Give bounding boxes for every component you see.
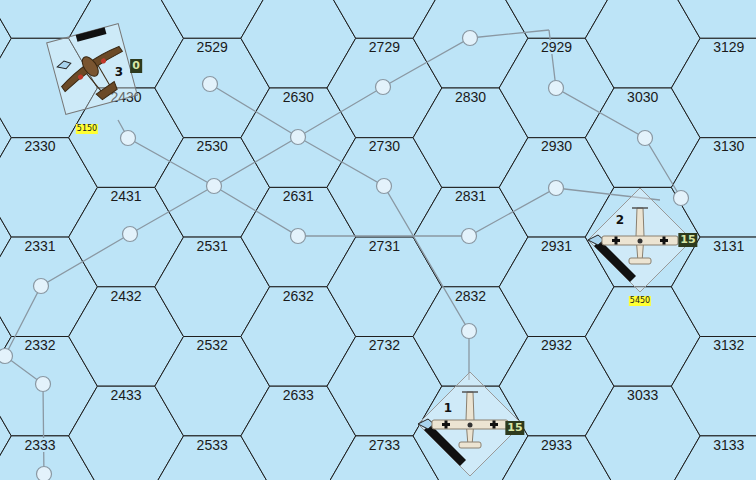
waypoint-dot: [123, 227, 138, 242]
waypoint-dot: [376, 80, 391, 95]
waypoint-dot: [37, 467, 52, 480]
hex-number: 2632: [282, 289, 315, 303]
hex-number: 2330: [23, 139, 56, 153]
hex-number: 2831: [454, 189, 487, 203]
movement-line: [118, 120, 660, 236]
hex-number: 2830: [454, 90, 487, 104]
waypoint-dot: [549, 81, 564, 96]
hex-cell: [671, 0, 756, 38]
waypoint-dot: [121, 131, 136, 146]
counter-shape: [45, 22, 140, 117]
hex-number: 2731: [368, 239, 401, 253]
waypoint-dot: [291, 229, 306, 244]
hex-cell: [671, 237, 756, 336]
hex-number: 2732: [368, 338, 401, 352]
hex-number: 2631: [282, 189, 315, 203]
hex-number: 2730: [368, 139, 401, 153]
waypoint-dot: [291, 130, 306, 145]
hex-number: 3030: [626, 90, 659, 104]
hex-number: 2733: [368, 438, 401, 452]
hex-number: 2333: [23, 438, 56, 452]
hex-number: 2531: [196, 239, 229, 253]
waypoint-dot: [207, 179, 222, 194]
hex-cell: [671, 138, 756, 237]
hex-number: 3033: [626, 388, 659, 402]
hex-number: 2630: [282, 90, 315, 104]
hex-number: 2930: [540, 139, 573, 153]
counter-number: 3: [115, 65, 123, 79]
altitude-box: 15: [678, 233, 697, 247]
waypoint-dot: [462, 229, 477, 244]
hex-number: 2529: [196, 40, 229, 54]
movement-line: [210, 84, 469, 380]
waypoint-dot: [203, 77, 218, 92]
aircraft-counter: 305150: [45, 22, 140, 117]
waypoint-dot: [462, 324, 477, 339]
waypoint-dot: [34, 279, 49, 294]
counter-number: 1: [444, 401, 452, 415]
hex-cell: [671, 436, 756, 480]
hex-number: 2332: [23, 338, 56, 352]
waypoint-dot: [638, 131, 653, 146]
waypoint-dot: [36, 377, 51, 392]
hex-number: 2532: [196, 338, 229, 352]
waypoint-dot: [674, 191, 689, 206]
score-tag: 5450: [629, 296, 651, 306]
hex-number: 2932: [540, 338, 573, 352]
altitude-box: 15: [505, 421, 524, 435]
movement-line: [549, 30, 681, 198]
hex-number: 2933: [540, 438, 573, 452]
hex-number: 3130: [712, 139, 745, 153]
hex-number: 2432: [110, 289, 143, 303]
hex-number: 2729: [368, 40, 401, 54]
hex-number: 2832: [454, 289, 487, 303]
hex-number: 2929: [540, 40, 573, 54]
hex-number: 2331: [23, 239, 56, 253]
hex-number: 2931: [540, 239, 573, 253]
aircraft-counter: 2155450: [588, 188, 692, 292]
counter-number: 2: [616, 213, 624, 227]
waypoint-dot: [549, 181, 564, 196]
hex-number: 3129: [712, 40, 745, 54]
hex-number: 2633: [282, 388, 315, 402]
hex-number: 2433: [110, 388, 143, 402]
altitude-box: 0: [130, 59, 142, 73]
aircraft-counter: 1 15: [418, 372, 522, 476]
hex-number: 3133: [712, 438, 745, 452]
waypoint-dot: [463, 31, 478, 46]
hex-cell: [671, 337, 756, 436]
counter-shape: [588, 188, 692, 292]
hex-number: 3131: [712, 239, 745, 253]
hex-number: 2533: [196, 438, 229, 452]
movement-line: [5, 356, 44, 480]
hex-number: 2431: [110, 189, 143, 203]
score-tag: 5150: [76, 124, 98, 134]
waypoint-dot: [377, 179, 392, 194]
waypoint-dot: [0, 349, 13, 364]
hex-cell: [671, 38, 756, 137]
hex-number: 2530: [196, 139, 229, 153]
hex-number: 3132: [712, 338, 745, 352]
